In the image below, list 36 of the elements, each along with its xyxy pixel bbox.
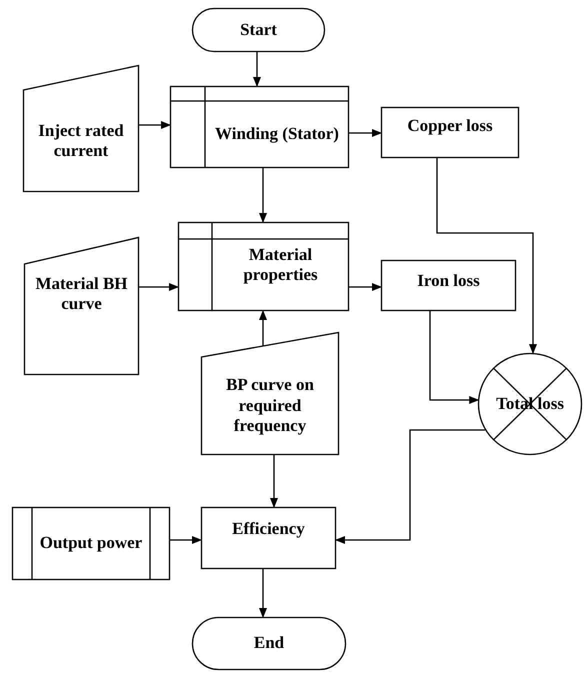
manual-input-shape [23,65,139,192]
arrow [253,52,261,87]
arrow [349,283,382,291]
terminator-shape [192,617,346,670]
node-label: BP curve on required frequency [225,375,315,437]
node-label: Start [240,20,277,40]
node-label: Output power [40,533,142,554]
summing-junction-circle [478,353,582,455]
arrow [335,429,486,544]
internal-storage-shape [170,86,349,168]
arrow [259,168,267,223]
process-box [381,107,519,158]
arrow [259,569,267,618]
node-label: Copper loss [407,116,493,136]
arrow [139,121,171,129]
arrow [139,283,179,291]
node-label: End [254,633,284,654]
node-label: Inject rated current [37,120,125,162]
arrow [270,455,278,508]
terminator-shape [192,8,325,52]
arrow [429,311,480,404]
node-label: Efficiency [232,518,305,540]
process-box [201,507,336,569]
node-label: Material properties [242,244,319,286]
arrow [436,158,537,354]
node-label: Iron loss [417,270,480,292]
internal-storage-shape [178,222,349,311]
manual-input-shape [24,237,139,375]
predefined-process-box [12,507,170,580]
arrow [259,310,267,346]
node-label: Material BH curve [34,274,129,314]
manual-input-shape [201,332,339,455]
arrow [170,536,202,544]
process-box [381,260,516,311]
arrow [349,129,382,137]
node-label: Winding (Stator) [215,124,339,145]
